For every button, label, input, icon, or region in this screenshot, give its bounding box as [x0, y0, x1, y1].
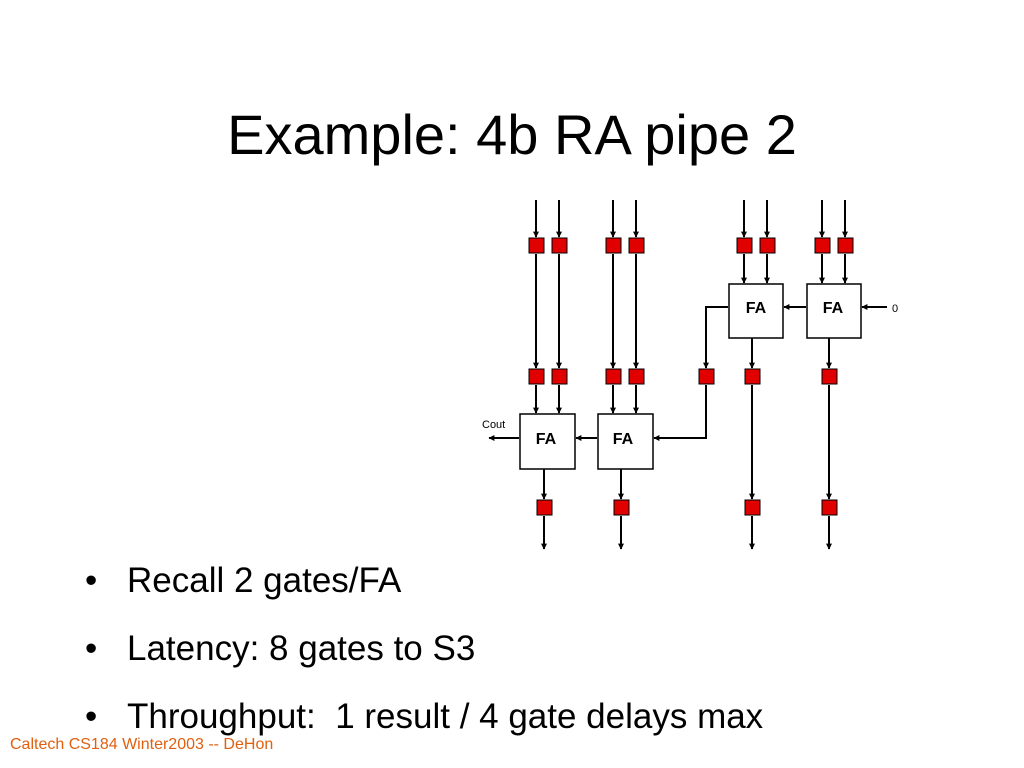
- bullet-text: Latency: 8 gates to S3: [127, 629, 476, 668]
- register-row-2: [528, 368, 838, 385]
- register: [759, 237, 776, 254]
- input-wires: [488, 200, 887, 550]
- full-adder-bottom-left: FA: [519, 413, 576, 470]
- register: [814, 237, 831, 254]
- bullet-symbol: •: [85, 561, 98, 600]
- full-adder-label: FA: [536, 431, 557, 448]
- full-adder-top-left: FA: [728, 283, 784, 339]
- cout-label: Cout: [482, 419, 505, 431]
- register: [736, 237, 753, 254]
- full-adder-label: FA: [746, 300, 767, 317]
- full-adder-label: FA: [823, 300, 844, 317]
- bullet-text: Throughput: 1 result / 4 gate delays max: [127, 697, 764, 736]
- register: [821, 499, 838, 516]
- register: [528, 237, 545, 254]
- register: [744, 368, 761, 385]
- register: [528, 368, 545, 385]
- register: [613, 499, 630, 516]
- slide-title: Example: 4b RA pipe 2: [227, 103, 797, 166]
- register: [551, 368, 568, 385]
- register: [628, 368, 645, 385]
- register: [605, 237, 622, 254]
- register: [628, 237, 645, 254]
- bullet-symbol: •: [85, 629, 98, 668]
- register: [551, 237, 568, 254]
- register: [744, 499, 761, 516]
- carry-in-label: 0: [892, 303, 898, 315]
- slide-footer: Caltech CS184 Winter2003 -- DeHon: [10, 736, 274, 753]
- bullet-item: • Recall 2 gates/FA: [85, 560, 763, 601]
- register-row-3: [536, 499, 838, 516]
- bullet-text: Recall 2 gates/FA: [127, 561, 402, 600]
- bullet-list: • Recall 2 gates/FA • Latency: 8 gates t…: [85, 560, 763, 737]
- full-adder-bottom-right: FA: [597, 413, 654, 470]
- full-adder-top-right: FA: [806, 283, 862, 339]
- bullet-symbol: •: [85, 697, 98, 736]
- register-row-1: [528, 237, 854, 254]
- bullet-item: • Latency: 8 gates to S3: [85, 628, 763, 669]
- pipelined-ripple-adder-diagram: FA FA FA FA Cout 0: [482, 200, 898, 550]
- register: [698, 368, 715, 385]
- register: [821, 368, 838, 385]
- full-adder-label: FA: [613, 431, 634, 448]
- register: [837, 237, 854, 254]
- register: [605, 368, 622, 385]
- bullet-item: • Throughput: 1 result / 4 gate delays m…: [85, 696, 763, 737]
- register: [536, 499, 553, 516]
